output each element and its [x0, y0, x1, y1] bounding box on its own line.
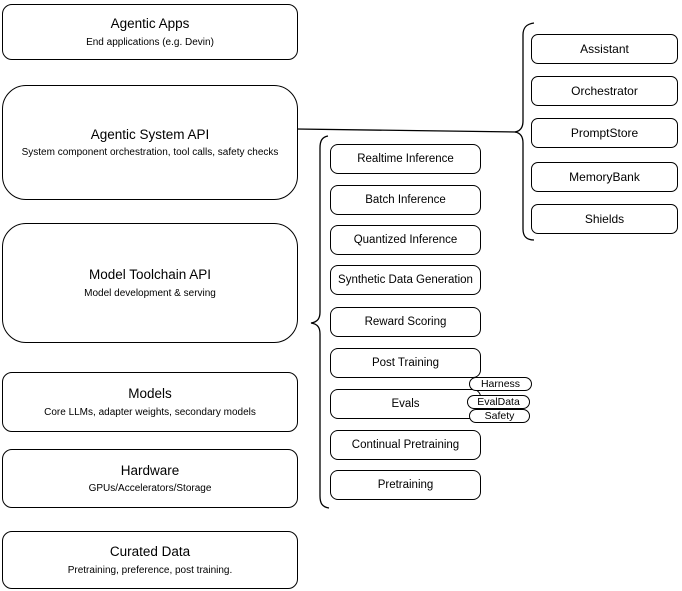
box-subtitle: Model development & serving	[84, 287, 216, 299]
box-title: Model Toolchain API	[88, 267, 212, 283]
box-model-toolchain-api: Model Toolchain API Model development & …	[2, 223, 298, 343]
box-title: Agentic Apps	[110, 16, 190, 32]
toolchain-item-post-training: Post Training	[330, 348, 481, 378]
box-subtitle: Pretraining, preference, post training.	[67, 564, 233, 576]
box-title: Curated Data	[109, 544, 191, 560]
box-agentic-apps: Agentic Apps End applications (e.g. Devi…	[2, 4, 298, 60]
box-curated-data: Curated Data Pretraining, preference, po…	[2, 531, 298, 589]
component-shields: Shields	[531, 204, 678, 234]
box-subtitle: System component orchestration, tool cal…	[21, 147, 279, 159]
toolchain-item-synthetic-data-generation: Synthetic Data Generation	[330, 265, 481, 295]
toolchain-item-continual-pretraining: Continual Pretraining	[330, 430, 481, 460]
box-subtitle: End applications (e.g. Devin)	[86, 36, 214, 48]
box-models: Models Core LLMs, adapter weights, secon…	[2, 372, 298, 432]
brace-toolchain-group	[310, 135, 330, 509]
toolchain-item-quantized-inference: Quantized Inference	[330, 225, 481, 255]
box-agentic-system-api: Agentic System API System component orch…	[2, 85, 298, 200]
component-promptstore: PromptStore	[531, 118, 678, 148]
toolchain-item-pretraining: Pretraining	[330, 470, 481, 500]
box-hardware: Hardware GPUs/Accelerators/Storage	[2, 449, 298, 508]
toolchain-item-realtime-inference: Realtime Inference	[330, 144, 481, 174]
box-subtitle: Core LLMs, adapter weights, secondary mo…	[44, 406, 256, 418]
evals-tag-evaldata: EvalData	[467, 395, 530, 409]
box-title: Agentic System API	[90, 126, 210, 142]
component-memorybank: MemoryBank	[531, 162, 678, 192]
box-title: Models	[128, 386, 172, 402]
box-subtitle: GPUs/Accelerators/Storage	[88, 483, 212, 495]
box-title: Hardware	[120, 462, 180, 478]
toolchain-item-evals: Evals	[330, 389, 481, 419]
evals-tag-harness: Harness	[469, 377, 532, 391]
toolchain-item-reward-scoring: Reward Scoring	[330, 307, 481, 337]
component-orchestrator: Orchestrator	[531, 76, 678, 106]
connector-system-api-line	[295, 128, 517, 133]
toolchain-item-batch-inference: Batch Inference	[330, 185, 481, 215]
component-assistant: Assistant	[531, 34, 678, 64]
evals-tag-safety: Safety	[469, 409, 530, 423]
